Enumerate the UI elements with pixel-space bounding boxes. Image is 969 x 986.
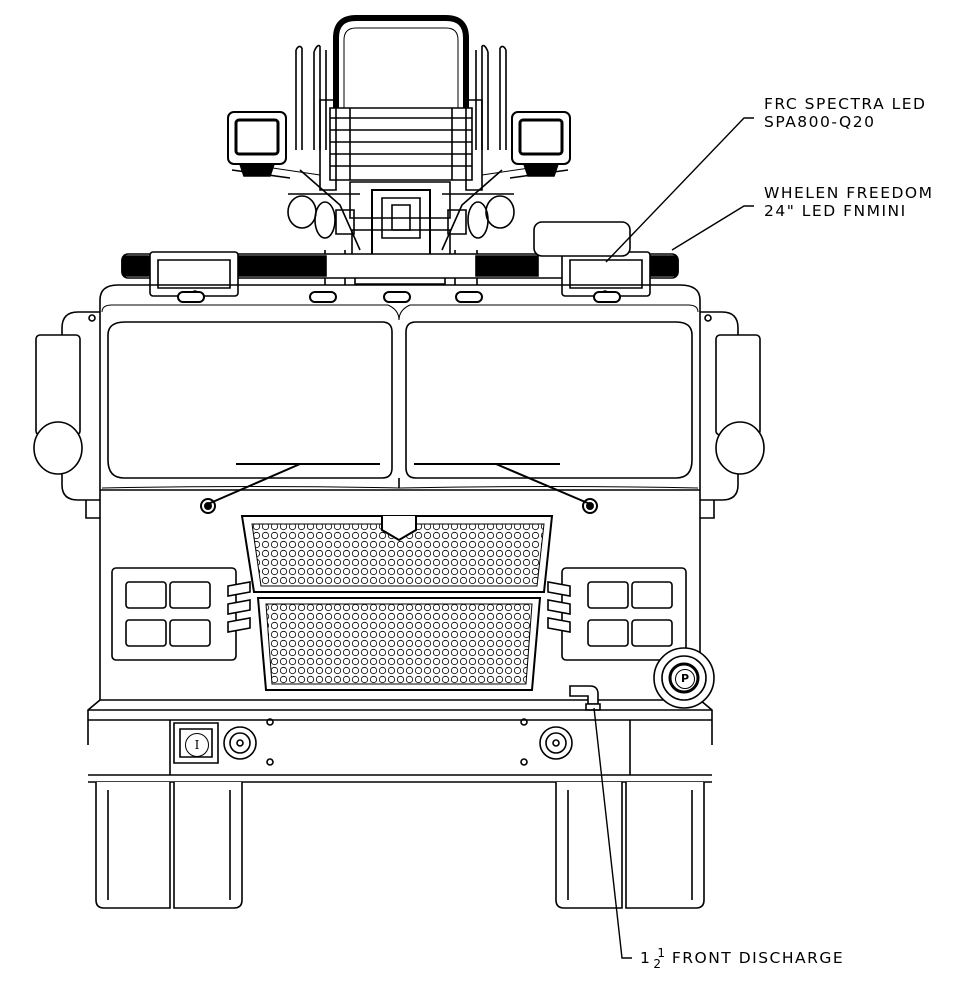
mirror-right xyxy=(700,312,764,518)
aerial-boom-assembly xyxy=(252,18,550,285)
callout-frc-spectra: FRC SPECTRA LED SPA800-Q20 xyxy=(764,95,926,131)
headlights-right xyxy=(548,568,686,660)
tires xyxy=(96,782,704,908)
callout-whelen-line1: WHELEN FREEDOM xyxy=(764,184,934,202)
front-discharge-elbow xyxy=(570,686,600,710)
callout-whelen-line2: 24" LED FNMINI xyxy=(764,202,907,220)
scene-light-right xyxy=(510,112,570,178)
windshield xyxy=(102,305,698,488)
callout-whelen-freedom: WHELEN FREEDOM 24" LED FNMINI xyxy=(764,184,934,220)
lightbar xyxy=(122,222,678,297)
headlights-left xyxy=(112,568,250,660)
mirror-left xyxy=(34,312,100,518)
wipers xyxy=(201,464,597,513)
callout-frc-line1: FRC SPECTRA LED xyxy=(764,95,927,113)
bumper-badge: I xyxy=(185,733,209,757)
discharge-whole: 1 xyxy=(640,949,652,967)
bumper xyxy=(88,710,712,782)
callout-frc-line2: SPA800-Q20 xyxy=(764,113,876,131)
roof-marker-lights xyxy=(178,292,620,302)
scene-light-left xyxy=(228,112,290,178)
discharge-numerator: 1 xyxy=(657,946,666,960)
pump-badge: P xyxy=(675,669,695,689)
leader-lines xyxy=(594,118,754,958)
discharge-text: FRONT DISCHARGE xyxy=(671,949,845,967)
discharge-denominator: 2 xyxy=(653,957,662,971)
grille xyxy=(242,516,552,690)
